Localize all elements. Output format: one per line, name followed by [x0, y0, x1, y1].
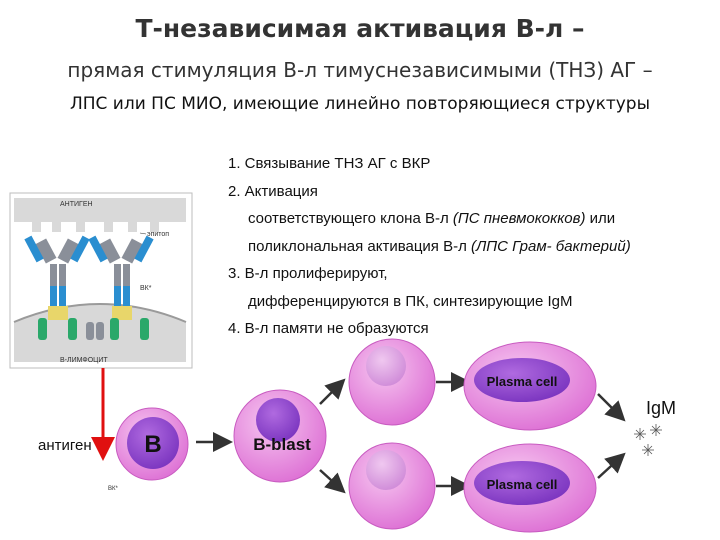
step-3-line-b: дифференцируются в ПК, синтезирующие IgM	[248, 292, 573, 310]
bcr-small-label: ВК*	[108, 486, 118, 492]
arrow-blast-to-top	[319, 378, 346, 405]
dividing-cell-top	[348, 338, 436, 426]
inset-epitope-label: эпитоп	[147, 231, 169, 238]
step-1: 1. Связывание ТНЗ АГ с ВКР	[228, 155, 431, 172]
bcr-left	[24, 235, 90, 320]
antigen-label: антиген	[38, 437, 92, 454]
inset-cell-label: В-ЛИМФОЦИТ	[60, 357, 108, 364]
step-2c-italic: (ЛПС Грам- бактерий)	[471, 237, 631, 255]
antigen-teeth	[32, 222, 159, 232]
step-2b-text: соответствующего клона В-л	[248, 210, 453, 227]
slide-subtitle: прямая стимуляция В-л тимуснезависимыми …	[67, 58, 653, 82]
plasma-bottom-label: Plasma cell	[487, 477, 558, 492]
inset-panel: АНТИГЕН эпитоп В	[9, 192, 193, 369]
steps-list: 1. Связывание ТНЗ АГ с ВКР 2. Активация …	[228, 150, 718, 343]
step-3: 3. В-л пролиферируют,	[228, 265, 388, 282]
step-2b-italic: (ПС пневмококков)	[452, 210, 586, 227]
step-2c-text: поликлональная активация В-л	[248, 237, 472, 255]
step-2-line-b: соответствующего клона В-л (ПС пневмокок…	[228, 205, 718, 233]
plasma-cell-top: Plasma cell	[463, 341, 597, 431]
step-2: 2. Активация	[228, 182, 318, 200]
arrow-blast-to-bottom	[319, 469, 346, 494]
bcr-right	[88, 235, 154, 320]
arrow-bottom-to-igm	[597, 452, 626, 479]
igm-label: IgM	[646, 398, 676, 418]
b-blast-cell: B-blast	[233, 389, 327, 483]
dividing-cell-bottom	[348, 442, 436, 530]
igm-molecules-icon	[634, 424, 662, 456]
step-2b-tail: или	[585, 210, 616, 227]
plasma-top-label: Plasma cell	[487, 374, 558, 389]
antigen-bar	[14, 198, 186, 222]
b-cell: B	[115, 407, 189, 481]
step-2-line-c: поликлональная активация В-л (ЛПС Грам- …	[228, 233, 718, 261]
arrow-top-to-igm	[597, 393, 626, 422]
step-4: 4. В-л памяти не образуются	[228, 320, 429, 337]
inset-antigen-label: АНТИГЕН	[60, 201, 93, 208]
slide-subtitle-2: ЛПС или ПС МИО, имеющие линейно повторяю…	[69, 94, 651, 114]
b-cell-label: B	[144, 431, 161, 458]
plasma-cell-bottom: Plasma cell	[463, 443, 597, 533]
inset-bcr-label: ВК*	[140, 285, 152, 292]
b-blast-label: B-blast	[253, 435, 311, 454]
signal-molecules	[38, 318, 149, 340]
slide-title: Т-независимая активация В-л –	[135, 14, 585, 43]
